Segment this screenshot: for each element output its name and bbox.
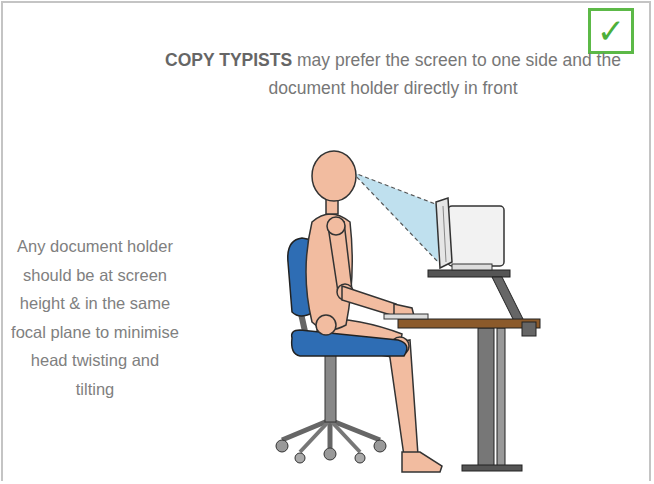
head — [312, 151, 356, 201]
chair-base — [330, 420, 360, 452]
shoulder — [327, 217, 345, 235]
arm-clamp — [522, 322, 536, 336]
forearm — [342, 286, 396, 316]
chair-seat — [292, 330, 407, 356]
chair-caster — [355, 453, 365, 463]
monitor-body — [448, 206, 504, 266]
desk-foot — [462, 465, 522, 471]
heading-body: may prefer the screen to one side and th… — [268, 50, 620, 98]
sight-line — [352, 172, 438, 262]
check-mark: ✓ — [588, 8, 634, 54]
lower-leg — [388, 340, 418, 456]
sight-cone — [352, 172, 438, 262]
hip-joint — [316, 315, 336, 335]
chair-caster — [295, 453, 305, 463]
torso — [306, 214, 352, 330]
chair-base — [300, 420, 330, 452]
side-note: Any document holder should be at screen … — [10, 232, 180, 403]
desk-top — [398, 319, 540, 328]
desk-leg — [478, 328, 494, 468]
foot — [402, 452, 442, 472]
screen-edge — [443, 206, 446, 262]
sight-line — [352, 172, 438, 205]
heading-text: COPY TYPISTS may prefer the screen to on… — [160, 46, 626, 102]
chair-caster — [324, 448, 336, 460]
monitor-screen — [436, 198, 452, 268]
desk-leg — [497, 328, 505, 468]
monitor-shelf — [428, 270, 510, 277]
chair-post — [325, 352, 336, 422]
monitor-stand — [452, 264, 492, 270]
heading-emphasis: COPY TYPISTS — [165, 50, 292, 70]
chair-caster — [276, 440, 288, 452]
monitor-arm — [492, 277, 526, 325]
chair-caster — [374, 440, 386, 452]
keyboard — [384, 314, 428, 319]
